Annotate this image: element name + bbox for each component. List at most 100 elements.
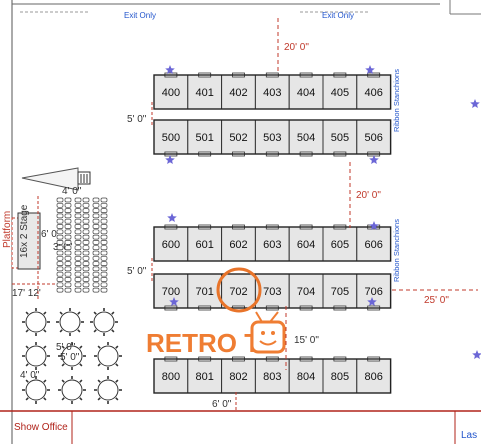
- booth-704[interactable]: 704: [288, 273, 324, 311]
- booth-501[interactable]: 501: [187, 119, 223, 157]
- star-icon: [169, 297, 179, 306]
- booth-800[interactable]: 800: [153, 356, 189, 394]
- booth-505[interactable]: 505: [322, 119, 358, 157]
- booth-705[interactable]: 705: [322, 273, 358, 311]
- chair: [74, 287, 82, 293]
- booth-806[interactable]: 806: [356, 356, 392, 394]
- chair: [64, 277, 72, 282]
- booth-row-outline: [153, 358, 392, 394]
- booth-404[interactable]: 404: [288, 72, 324, 110]
- booth-number: 501: [196, 132, 214, 144]
- chair: [56, 266, 64, 272]
- chair: [82, 266, 90, 272]
- stage-label: 16x 2 Stage: [19, 204, 30, 258]
- dim-aisle-gap: 15' 0": [294, 335, 319, 346]
- chair: [100, 277, 108, 282]
- dim-left-gap-lower: 5' 0": [127, 266, 147, 277]
- chair: [74, 208, 82, 213]
- chair: [74, 282, 82, 288]
- booth-605[interactable]: 605: [322, 224, 358, 262]
- booth-606[interactable]: 606: [356, 224, 392, 262]
- chair: [100, 234, 108, 240]
- chair: [92, 229, 100, 235]
- booth-802[interactable]: 802: [221, 356, 256, 394]
- booth-number: 604: [297, 239, 315, 251]
- chair: [92, 218, 100, 224]
- chair: [92, 287, 100, 293]
- chair: [56, 240, 64, 245]
- star-icon: [369, 155, 379, 164]
- chair: [82, 224, 90, 229]
- booth-number: 800: [162, 371, 180, 383]
- booth-601[interactable]: 601: [187, 224, 223, 262]
- booth-801[interactable]: 801: [187, 356, 223, 394]
- small-dim-g: 4' 0": [20, 370, 40, 381]
- booth-402[interactable]: 402: [221, 72, 256, 110]
- chair: [56, 234, 64, 240]
- booth-number: 600: [162, 239, 180, 251]
- booth-403[interactable]: 403: [254, 72, 290, 110]
- booth-603[interactable]: 603: [254, 224, 290, 262]
- booth-701[interactable]: 701: [187, 273, 223, 311]
- chair: [64, 287, 72, 293]
- chair: [100, 287, 108, 293]
- chair: [56, 197, 64, 203]
- booth-401[interactable]: 401: [187, 72, 223, 110]
- chair: [82, 208, 90, 213]
- chair: [56, 261, 64, 266]
- booth-number: 700: [162, 286, 180, 298]
- booth-506[interactable]: 506: [356, 119, 392, 157]
- booth-803[interactable]: 803: [254, 356, 290, 394]
- booth-500[interactable]: 500: [153, 119, 189, 157]
- chair: [64, 261, 72, 266]
- booth-box: [153, 358, 189, 394]
- show-office-label: Show Office: [14, 422, 68, 433]
- booth-number: 806: [365, 371, 383, 383]
- booth-number: 705: [331, 286, 349, 298]
- booth-700[interactable]: 700: [153, 273, 189, 311]
- chair: [92, 208, 100, 213]
- booth-box: [221, 358, 256, 394]
- chair: [82, 229, 90, 235]
- dim-left-gap-upper: 5' 0": [127, 114, 147, 125]
- chair: [56, 224, 64, 229]
- round-table: [56, 308, 84, 336]
- stage-platform-label: Platform: [2, 211, 13, 248]
- chair: [82, 213, 90, 219]
- booth-row-outline: [153, 74, 392, 110]
- chair: [92, 213, 100, 219]
- star-icon: [367, 297, 377, 306]
- booth-804[interactable]: 804: [288, 356, 324, 394]
- booth-504[interactable]: 504: [288, 119, 324, 157]
- star-icon: [369, 221, 379, 230]
- booth-400[interactable]: 400: [153, 72, 189, 110]
- booth-502[interactable]: 502: [221, 119, 256, 157]
- booth-row-outline: [153, 119, 392, 155]
- chair: [74, 255, 82, 261]
- chair: [100, 282, 108, 288]
- booth-604[interactable]: 604: [288, 224, 324, 262]
- booth-503[interactable]: 503: [254, 119, 290, 157]
- star-icon: [167, 213, 177, 222]
- small-dim-f: 5' 0": [60, 352, 80, 363]
- booth-405[interactable]: 405: [322, 72, 358, 110]
- booth-805[interactable]: 805: [322, 356, 358, 394]
- chair: [100, 229, 108, 235]
- chair: [74, 218, 82, 224]
- booth-702[interactable]: 702: [221, 273, 256, 311]
- chair: [82, 287, 90, 293]
- ribbon-label-upper: Ribbon Stanchions: [392, 69, 401, 132]
- booth-602[interactable]: 602: [221, 224, 256, 262]
- dim-right-gap: 25' 0": [424, 295, 449, 306]
- booth-406[interactable]: 406: [356, 72, 392, 110]
- booth-600[interactable]: 600: [153, 224, 189, 262]
- chair: [74, 229, 82, 235]
- chair: [100, 271, 108, 277]
- round-table: [58, 342, 86, 370]
- chair: [74, 197, 82, 203]
- corner-room-label: Las: [461, 430, 477, 441]
